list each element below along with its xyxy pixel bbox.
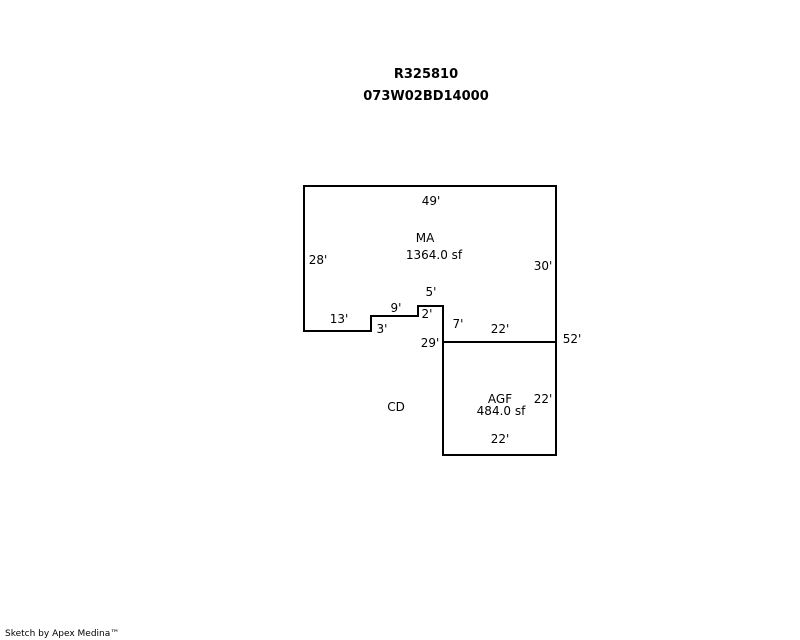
dim-shared-22: 22'	[491, 322, 510, 336]
dim-step-5: 5'	[426, 285, 437, 299]
area-ma-size: 1364.0 sf	[406, 248, 463, 262]
area-cd-label: CD	[387, 400, 405, 414]
building-outline	[303, 185, 557, 456]
dim-ma-right: 30'	[534, 259, 553, 273]
area-ma-label: MA	[416, 231, 435, 245]
area-agf-size: 484.0 sf	[477, 404, 526, 418]
dim-agf-right: 22'	[534, 392, 553, 406]
dim-agf-bottom: 22'	[491, 432, 510, 446]
dim-step-2: 2'	[422, 307, 433, 321]
footer-credit: Sketch by Apex Medina™	[5, 629, 119, 639]
dim-inner-7: 7'	[453, 317, 464, 331]
dim-ma-left: 28'	[309, 253, 328, 267]
dim-inner-29: 29'	[421, 336, 440, 350]
dim-overall-52: 52'	[563, 332, 582, 346]
dim-step-3: 3'	[377, 322, 388, 336]
dim-step-9: 9'	[391, 301, 402, 315]
area-agf-label: AGF	[488, 392, 512, 406]
parcel-id: R325810	[394, 67, 458, 82]
dim-step-13: 13'	[330, 312, 349, 326]
dim-ma-top: 49'	[422, 194, 441, 208]
map-number: 073W02BD14000	[363, 89, 489, 104]
